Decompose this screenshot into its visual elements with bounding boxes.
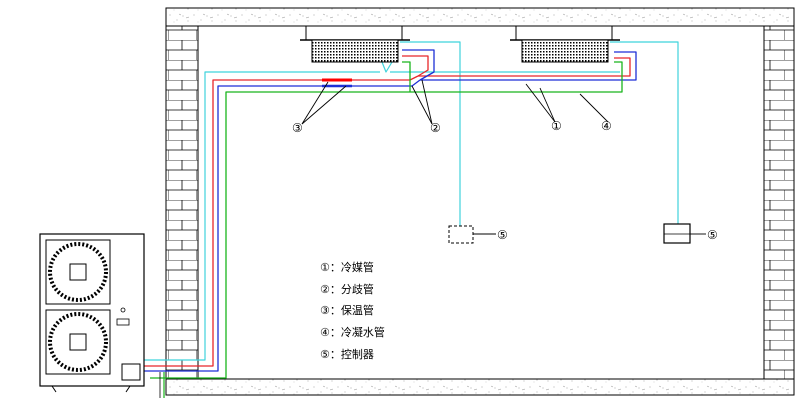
callouts: ③ ② ① ④ ⑤ ⑤	[292, 119, 718, 242]
legend: ①：冷媒管 ②：分歧管 ③：保温管 ④：冷凝水管 ⑤：控制器	[320, 260, 385, 361]
wall-controller-icon	[448, 225, 474, 244]
legend-item: ④：冷凝水管	[320, 325, 385, 339]
control-wire-unit1	[400, 41, 461, 228]
refrigerant-blue-unit1	[402, 49, 435, 81]
legend-item: ②：分歧管	[320, 282, 374, 296]
refrigerant-blue-main	[140, 79, 421, 372]
room-interior	[197, 25, 765, 380]
leader-lines	[301, 79, 706, 235]
refrigerant-red-branch	[418, 57, 631, 77]
control-wire-main	[140, 71, 380, 361]
right-brick-wall	[763, 25, 795, 380]
refrigerant-blue-branch	[420, 51, 637, 81]
left-brick-wall	[165, 25, 199, 380]
callout-1: ①	[551, 119, 562, 133]
fan-icon	[48, 312, 108, 372]
ceiling-slab	[165, 7, 795, 27]
indoor-unit-1	[300, 26, 410, 63]
fan-icon	[48, 242, 108, 302]
indicator-light-icon	[120, 307, 126, 313]
pipe-valve-box	[121, 363, 141, 381]
legend-item: ③：保温管	[320, 303, 374, 317]
condensate-main	[150, 61, 623, 379]
service-panel	[116, 318, 130, 326]
callout-4: ④	[601, 119, 612, 133]
wall-controller-icon	[663, 223, 691, 244]
control-wire-unit1-drop	[381, 61, 393, 73]
legend-item: ⑤：控制器	[320, 347, 374, 361]
legend-item: ①：冷媒管	[320, 260, 374, 274]
condensate-unit1	[402, 61, 411, 92]
callout-2: ②	[430, 121, 441, 135]
ceiling-cassette-unit-icon	[311, 39, 399, 63]
callout-5-right: ⑤	[707, 228, 718, 242]
control-wire-unit2	[610, 41, 679, 228]
pipe-runs	[140, 41, 679, 398]
indoor-unit-2	[510, 26, 620, 63]
ceiling-cassette-unit-icon	[521, 39, 609, 63]
callout-3: ③	[292, 121, 303, 135]
callout-5-left: ⑤	[497, 228, 508, 242]
building-walls	[165, 7, 795, 396]
outdoor-ac-unit-icon	[39, 233, 145, 393]
floor-slab	[165, 378, 795, 396]
refrigerant-red-main	[140, 75, 419, 367]
refrigerant-red-unit1	[402, 55, 429, 77]
